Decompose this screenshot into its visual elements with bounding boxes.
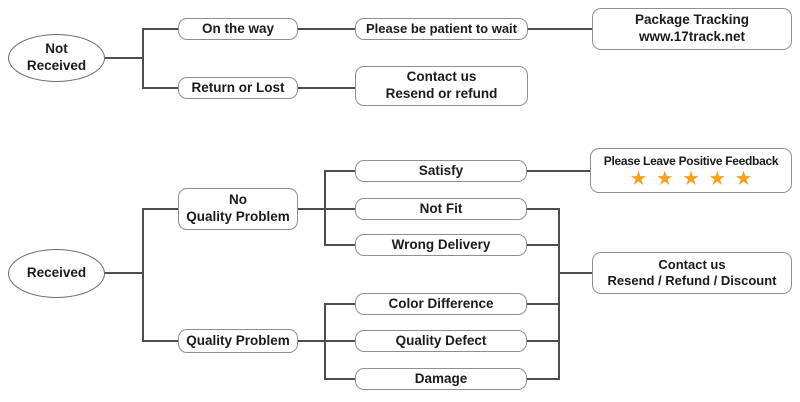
node-label: Not Fit <box>419 200 463 216</box>
tracking-url: www.17track.net <box>638 29 746 44</box>
connector-line <box>142 208 179 210</box>
connector-line <box>324 303 356 305</box>
node-quality-defect: Quality Defect <box>355 330 527 352</box>
connector-line <box>105 57 143 59</box>
connector-line <box>527 303 559 305</box>
node-label: Return or Lost <box>191 79 285 95</box>
node-contact-final: Contact us Resend / Refund / Discount <box>592 252 792 294</box>
connector-line <box>527 28 593 30</box>
node-not-fit: Not Fit <box>355 198 527 220</box>
connector-line <box>324 170 326 246</box>
connector-line <box>104 272 143 274</box>
connector-line <box>527 208 559 210</box>
node-label: Quality Problem <box>186 332 290 348</box>
node-label: Resend or refund <box>385 86 498 101</box>
node-label: No <box>229 192 247 208</box>
node-label: Received <box>26 265 87 281</box>
node-label: Contact us <box>658 256 726 272</box>
connector-line <box>558 272 592 274</box>
node-be-patient: Please be patient to wait <box>355 18 528 40</box>
connector-line <box>142 28 179 30</box>
star-icon: ★ <box>709 169 725 188</box>
node-label: Wrong Delivery <box>391 236 491 252</box>
node-package-tracking: Package Tracking www.17track.net <box>592 8 792 50</box>
node-label: Quality Defect <box>395 332 487 348</box>
star-icon: ★ <box>683 169 699 188</box>
connector-line <box>297 28 356 30</box>
node-no-quality-problem: No Quality Problem <box>178 188 298 230</box>
node-label: Damage <box>414 370 468 386</box>
node-label: Resend / Refund / Discount <box>607 273 777 288</box>
connector-line <box>324 303 326 380</box>
connector-line <box>142 340 179 342</box>
star-icon: ★ <box>630 169 647 188</box>
connector-line <box>297 340 356 342</box>
star-icon: ★ <box>735 169 752 188</box>
node-satisfy: Satisfy <box>355 160 527 182</box>
node-return-or-lost: Return or Lost <box>178 77 298 99</box>
node-color-difference: Color Difference <box>355 293 527 315</box>
connector-line <box>324 244 356 246</box>
connector-line <box>297 87 356 89</box>
node-contact-resend-refund: Contact us Resend or refund <box>355 66 528 106</box>
node-positive-feedback: Please Leave Positive Feedback ★ ★ ★ ★ ★ <box>590 148 792 193</box>
node-label: Not <box>45 41 68 57</box>
node-label: Satisfy <box>418 162 464 178</box>
node-label: Received <box>26 58 87 73</box>
node-label: Quality Problem <box>186 209 290 224</box>
node-label: Please be patient to wait <box>366 20 517 36</box>
connector-line <box>558 208 560 380</box>
node-wrong-delivery: Wrong Delivery <box>355 234 527 256</box>
node-quality-problem: Quality Problem <box>178 329 298 353</box>
node-damage: Damage <box>355 368 527 390</box>
connector-line <box>527 170 590 172</box>
node-on-the-way: On the way <box>178 18 298 40</box>
connector-line <box>527 244 559 246</box>
node-not-received: Not Received <box>8 34 105 82</box>
star-rating: ★ ★ ★ ★ ★ <box>631 170 751 187</box>
connector-line <box>142 28 144 89</box>
node-label: Please Leave Positive Feedback <box>603 154 779 168</box>
connector-line <box>527 378 559 380</box>
connector-line <box>297 208 356 210</box>
connector-line <box>324 378 356 380</box>
connector-line <box>142 208 144 342</box>
node-label: Package Tracking <box>634 12 750 28</box>
node-label: Color Difference <box>388 295 494 311</box>
connector-line <box>324 170 356 172</box>
connector-line <box>527 340 559 342</box>
node-label: Contact us <box>406 69 477 85</box>
node-received: Received <box>8 249 105 298</box>
connector-line <box>142 87 179 89</box>
node-label: On the way <box>201 20 274 36</box>
star-icon: ★ <box>657 169 673 188</box>
